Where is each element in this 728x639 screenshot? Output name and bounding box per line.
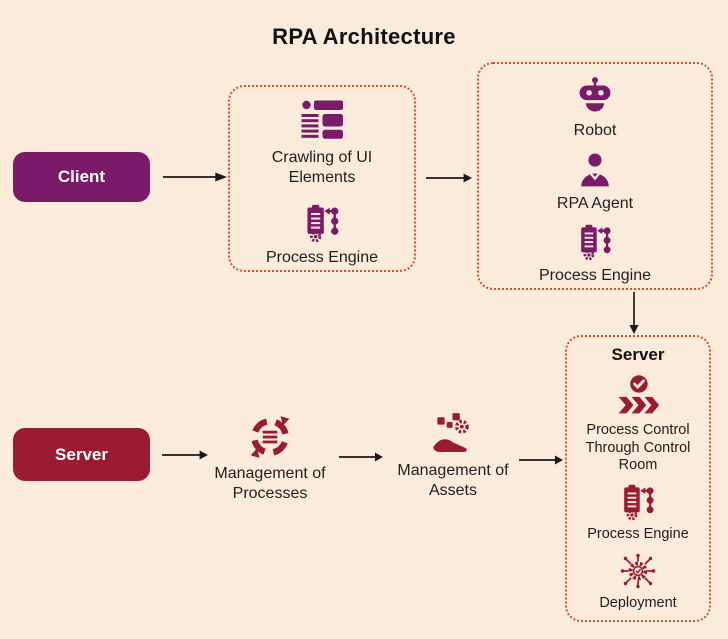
process-engine-item: Process Engine <box>574 483 702 544</box>
client-node: Client <box>13 152 150 202</box>
process-control-item: Process Control Through Control Room <box>574 373 702 475</box>
process-engine-item: Process Engine <box>539 223 651 286</box>
management-assets-icon <box>430 411 476 457</box>
arrow-crawling-to-agent <box>426 172 472 184</box>
server-node: Server <box>13 428 150 481</box>
rpa-agent-item: RPA Agent <box>557 151 633 214</box>
robot-icon <box>575 76 615 116</box>
process-engine-label: Process Engine <box>265 249 379 267</box>
process-engine-icon <box>302 203 342 243</box>
deployment-label: Deployment <box>599 594 677 611</box>
ui-crawling-icon <box>300 99 344 143</box>
crawling-box: Crawling of UI Elements Process Engine <box>228 85 416 272</box>
server-box: Server Process Control Through Control R… <box>565 335 711 622</box>
robot-item: Robot <box>573 76 617 141</box>
management-processes-step: Management of Processes <box>200 414 340 503</box>
management-assets-step: Management of Assets <box>383 411 523 500</box>
management-assets-label: Management of Assets <box>397 462 509 499</box>
arrow-processes-to-assets <box>339 451 383 463</box>
server-box-title: Server <box>611 345 665 364</box>
arrow-client-to-crawling <box>163 171 227 183</box>
page-title: RPA Architecture <box>272 24 456 49</box>
management-processes-label: Management of Processes <box>214 465 326 502</box>
robot-label: Robot <box>573 122 617 139</box>
process-engine-label: Process Engine <box>587 526 689 543</box>
process-engine-label: Process Engine <box>538 267 652 285</box>
server-node-label: Server <box>55 444 108 464</box>
rpa-agent-label: RPA Agent <box>556 194 634 212</box>
crawling-ui-label: Crawling of UI Elements <box>271 149 373 186</box>
deployment-icon <box>619 552 657 590</box>
arrow-agent-to-server-box <box>629 292 639 334</box>
process-engine-icon <box>619 483 657 521</box>
agent-box: Robot RPA Agent Process Engine <box>477 62 713 290</box>
process-control-icon <box>616 373 660 417</box>
crawling-ui-item: Crawling of UI Elements <box>241 99 403 187</box>
process-engine-item: Process Engine <box>241 203 403 268</box>
client-node-label: Client <box>57 167 106 186</box>
rpa-agent-icon <box>576 151 614 189</box>
process-engine-icon <box>576 223 614 261</box>
management-processes-icon <box>247 414 293 460</box>
deployment-item: Deployment <box>574 552 702 613</box>
process-control-label: Process Control Through Control Room <box>585 422 691 474</box>
